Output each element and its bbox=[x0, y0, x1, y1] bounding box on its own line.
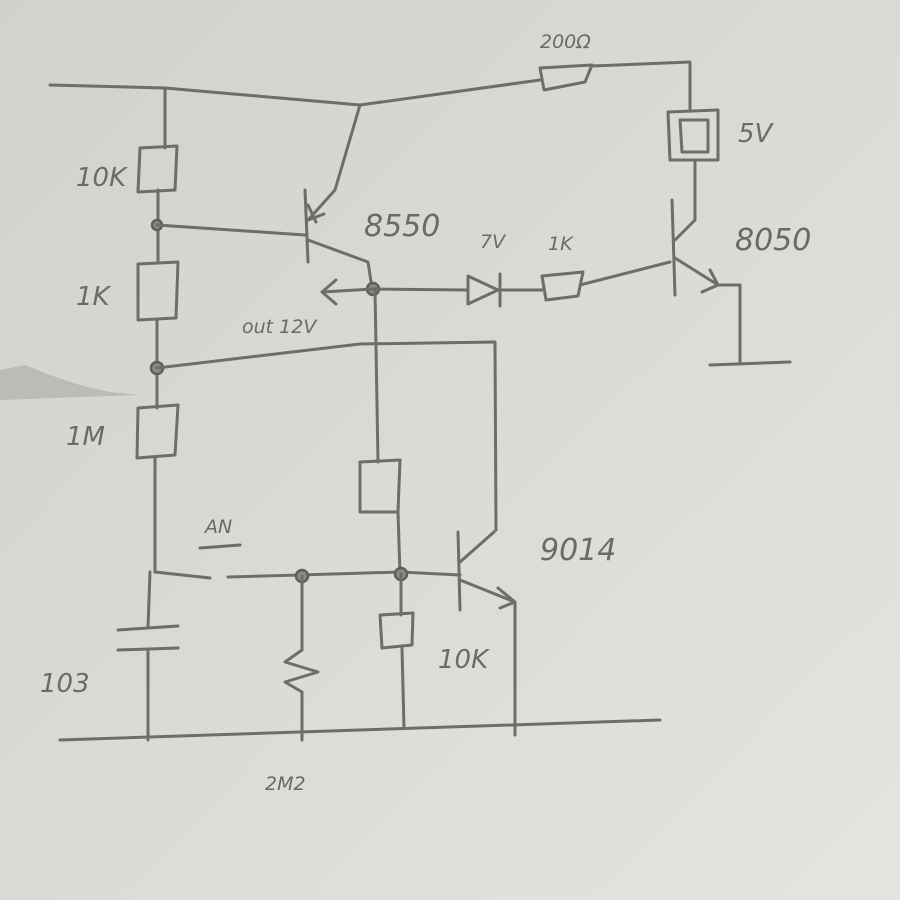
top-rail-wire bbox=[48, 78, 542, 107]
paper-tear bbox=[0, 365, 140, 400]
resistor-10k bbox=[136, 144, 179, 194]
ground-rail bbox=[58, 718, 662, 742]
label-q-9014: 9014 bbox=[540, 533, 616, 568]
wire-to-relay bbox=[590, 60, 692, 112]
series-resistor-200 bbox=[538, 63, 594, 92]
resistor-1m bbox=[135, 403, 180, 460]
transistor-9014-bar bbox=[456, 530, 462, 612]
wire-out-down bbox=[373, 287, 380, 464]
label-r-series: 200Ω bbox=[540, 31, 591, 53]
transistor-8050-bar bbox=[670, 198, 677, 297]
label-r-top: 10K bbox=[76, 163, 128, 193]
transistor-8550-bar bbox=[303, 188, 310, 264]
out-arrow bbox=[320, 278, 375, 306]
label-led: 7V bbox=[480, 231, 507, 253]
label-q-pnp: 8550 bbox=[364, 209, 440, 244]
switch-lead bbox=[153, 570, 212, 580]
label-cap: 103 bbox=[40, 669, 90, 699]
wire-10k-ground bbox=[400, 646, 406, 730]
label-r-bottom: 2M2 bbox=[265, 773, 306, 795]
resistor-1k bbox=[136, 260, 180, 322]
switch-out bbox=[226, 570, 462, 579]
feedback-wire bbox=[155, 340, 498, 532]
label-out: out 12V bbox=[242, 316, 318, 338]
r1k-to-8050 bbox=[578, 260, 672, 287]
label-switch: AN bbox=[203, 516, 232, 538]
transistor-8050-collector bbox=[673, 158, 697, 242]
transistor-9014-emitter bbox=[458, 578, 517, 737]
label-q-npn: 8050 bbox=[735, 223, 811, 258]
led-wire bbox=[371, 287, 470, 292]
relay-5v bbox=[666, 108, 720, 162]
resistor-1k-base bbox=[540, 270, 585, 302]
resistor-2m2 bbox=[283, 648, 320, 694]
switch-an bbox=[198, 543, 242, 550]
label-r-10k: 10K bbox=[438, 645, 490, 675]
base-wire-8550 bbox=[155, 223, 307, 237]
label-r-1k: 1K bbox=[76, 282, 112, 312]
wire-mid-down bbox=[396, 510, 402, 576]
label-relay: 5V bbox=[738, 119, 775, 149]
resistor-10k-bottom bbox=[378, 611, 415, 650]
transistor-8550-emitter bbox=[306, 103, 362, 224]
transistor-8050-emitter bbox=[673, 256, 742, 364]
label-r-1m: 1M bbox=[66, 422, 105, 452]
transistor-8550-collector bbox=[306, 238, 374, 290]
label-r-base: 1K bbox=[548, 233, 574, 255]
transistor-9014-collector bbox=[458, 530, 496, 564]
cap-lead-top bbox=[146, 570, 152, 630]
emitter-ground-8050 bbox=[708, 360, 792, 367]
